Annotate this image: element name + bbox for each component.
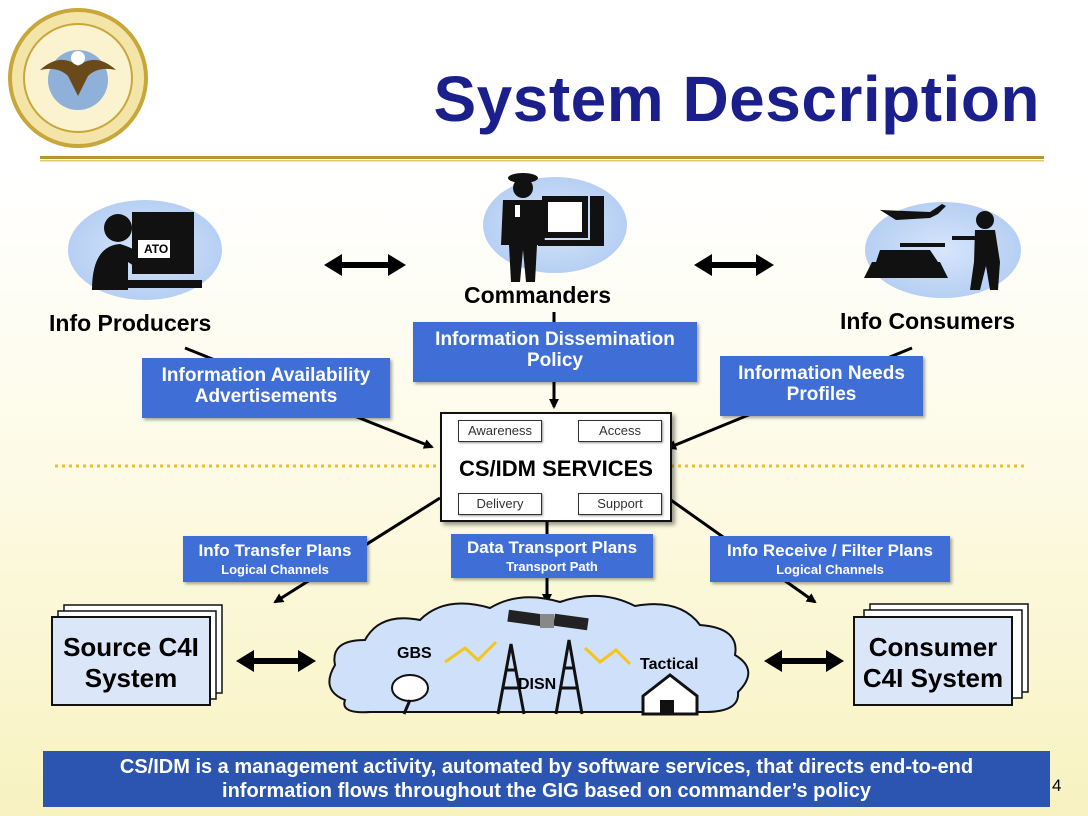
needs-line-1: Information Needs bbox=[738, 363, 905, 384]
agency-seal bbox=[8, 8, 148, 148]
tactical-label: Tactical bbox=[640, 656, 699, 673]
receive-sub: Logical Channels bbox=[776, 561, 884, 577]
disn-label: DISN bbox=[518, 676, 557, 693]
receive-filter-box: Info Receive / Filter Plans Logical Chan… bbox=[710, 536, 950, 582]
network-cloud bbox=[328, 594, 750, 716]
page-number: 4 bbox=[1052, 776, 1062, 795]
dissemination-line-1: Information Dissemination bbox=[435, 329, 675, 350]
producer-figure bbox=[68, 200, 222, 300]
gbs-label: GBS bbox=[397, 645, 432, 662]
availability-line-1: Information Availability bbox=[161, 365, 371, 386]
cs-idm-services-box: Awareness Access CS/IDM SERVICES Deliver… bbox=[440, 412, 672, 522]
title-rule bbox=[40, 156, 1044, 159]
info-consumers-label: Info Consumers bbox=[840, 308, 1016, 334]
source-c4i-stack bbox=[51, 604, 223, 706]
needs-line-2: Profiles bbox=[786, 383, 857, 405]
consumer-c4i-line-1: Consumer bbox=[868, 632, 998, 662]
transport-sub: Transport Path bbox=[506, 558, 598, 574]
commander-figure bbox=[483, 173, 627, 282]
double-arrow-top-left bbox=[324, 254, 406, 276]
consumer-c4i-label: Consumer C4I System bbox=[854, 632, 1012, 694]
awareness-tag: Awareness bbox=[458, 420, 542, 442]
transport-plans-box: Data Transport Plans Transport Path bbox=[451, 534, 653, 578]
source-c4i-label: Source C4I System bbox=[52, 632, 210, 694]
consumer-c4i-stack bbox=[853, 603, 1029, 706]
availability-line-2: Advertisements bbox=[194, 385, 338, 407]
transfer-main: Info Transfer Plans bbox=[198, 541, 352, 560]
dissemination-line-2: Policy bbox=[527, 349, 583, 371]
info-producers-label: Info Producers bbox=[49, 310, 212, 336]
support-tag: Support bbox=[578, 493, 662, 515]
availability-box: Information Availability Advertisements bbox=[142, 358, 390, 418]
cs-idm-services-title: CS/IDM SERVICES bbox=[459, 456, 653, 481]
double-arrow-bottom-right bbox=[764, 650, 844, 672]
footer-line-2: information flows throughout the GIG bas… bbox=[222, 780, 871, 802]
transport-main: Data Transport Plans bbox=[466, 538, 638, 557]
footer-banner: CS/IDM is a management activity, automat… bbox=[43, 751, 1050, 807]
consumer-c4i-line-2: C4I System bbox=[862, 663, 1004, 694]
producer-screen-text: ATO bbox=[144, 242, 169, 256]
receive-main: Info Receive / Filter Plans bbox=[727, 541, 933, 560]
footer-line-1: CS/IDM is a management activity, automat… bbox=[119, 756, 974, 778]
access-tag: Access bbox=[578, 420, 662, 442]
delivery-tag: Delivery bbox=[458, 493, 542, 515]
source-c4i-line-2: System bbox=[84, 663, 178, 694]
consumer-figure bbox=[864, 202, 1021, 298]
double-arrow-bottom-left bbox=[236, 650, 316, 672]
transfer-sub: Logical Channels bbox=[221, 561, 329, 577]
dissemination-policy-box: Information Dissemination Policy bbox=[413, 322, 697, 382]
double-arrow-top-right bbox=[694, 254, 774, 276]
commanders-label: Commanders bbox=[464, 282, 611, 308]
transfer-plans-box: Info Transfer Plans Logical Channels bbox=[183, 536, 367, 582]
slide-title: System Description bbox=[433, 63, 1040, 135]
source-c4i-line-1: Source C4I bbox=[63, 632, 199, 662]
needs-profiles-box: Information Needs Profiles bbox=[720, 356, 923, 416]
